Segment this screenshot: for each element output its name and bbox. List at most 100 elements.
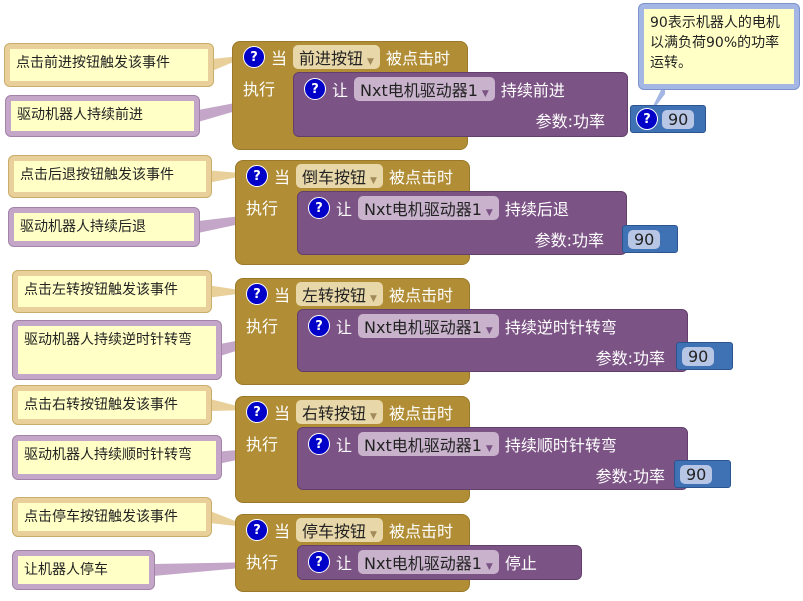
help-icon[interactable]: ? (246, 401, 268, 423)
comment-value[interactable]: 90表示机器人的电机以满负荷90%的功率运转。 (638, 3, 800, 90)
help-icon[interactable]: ? (636, 108, 658, 130)
when-label: 当 (274, 286, 291, 305)
comment-text[interactable]: 90表示机器人的电机以满负荷90%的功率运转。 (644, 9, 794, 84)
comment-text[interactable]: 点击左转按钮触发该事件 (18, 276, 206, 307)
param-label: 参数:功率 (535, 112, 605, 131)
param-label: 参数:功率 (595, 467, 665, 486)
comment-text[interactable]: 点击停车按钮触发该事件 (18, 503, 206, 531)
motor-block-4[interactable]: ? 让 Nxt电机驱动器1▼ 持续顺时针转弯参数:功率 (297, 427, 688, 490)
event-header: ?当左转按钮▼被点击时 (246, 282, 453, 306)
button-name: 倒车按钮 (302, 168, 367, 187)
dropdown-arrow-icon: ▼ (481, 89, 489, 99)
when-label: 当 (274, 522, 291, 541)
action-label: 持续逆时针转弯 (504, 318, 617, 337)
button-name: 左转按钮 (302, 286, 367, 305)
motor-name: Nxt电机驱动器1 (364, 554, 482, 573)
action-label: 持续前进 (500, 81, 565, 100)
comment-event[interactable]: 点击后退按钮触发该事件 (8, 155, 212, 198)
when-label: 当 (274, 404, 291, 423)
motor-header: ? 让 Nxt电机驱动器1▼ 停止 (308, 550, 537, 574)
help-icon[interactable]: ? (308, 315, 330, 337)
comment-text[interactable]: 驱动机器人持续前进 (11, 101, 194, 131)
number-value[interactable]: 90 (680, 464, 713, 484)
help-icon[interactable]: ? (243, 46, 265, 68)
motor-block-2[interactable]: ? 让 Nxt电机驱动器1▼ 持续后退参数:功率 (297, 191, 627, 255)
help-icon[interactable]: ? (308, 551, 330, 573)
event-label: 被点击时 (388, 404, 453, 423)
comment-action[interactable]: 驱动机器人持续逆时针转弯 (12, 320, 222, 380)
button-name: 停车按钮 (302, 522, 367, 541)
when-label: 当 (274, 168, 291, 187)
motor-header: ? 让 Nxt电机驱动器1▼ 持续前进 (304, 77, 565, 101)
comment-text[interactable]: 点击后退按钮触发该事件 (14, 161, 206, 192)
set-label: 让 (336, 200, 353, 219)
comment-pointer (210, 285, 253, 298)
help-icon[interactable]: ? (246, 283, 268, 305)
do-label: 执行 (246, 435, 279, 454)
comment-text[interactable]: 驱动机器人持续后退 (14, 213, 194, 241)
comment-text[interactable]: 让机器人停车 (18, 556, 149, 584)
motor-name: Nxt电机驱动器1 (364, 318, 482, 337)
motor-dropdown[interactable]: Nxt电机驱动器1▼ (354, 77, 495, 101)
dropdown-arrow-icon: ▼ (367, 57, 374, 67)
motor-block-1[interactable]: ? 让 Nxt电机驱动器1▼ 持续前进参数:功率 (293, 72, 628, 137)
set-label: 让 (332, 81, 349, 100)
number-block[interactable]: 90 (676, 342, 733, 370)
dropdown-arrow-icon: ▼ (485, 562, 493, 572)
motor-block-5[interactable]: ? 让 Nxt电机驱动器1▼ 停止 (297, 545, 582, 580)
button-dropdown[interactable]: 前进按钮▼ (293, 45, 380, 69)
event-header: ?当停车按钮▼被点击时 (246, 518, 453, 542)
dropdown-arrow-icon: ▼ (485, 208, 493, 218)
comment-text[interactable]: 点击右转按钮触发该事件 (18, 391, 206, 419)
number-value[interactable]: 90 (628, 229, 661, 249)
comment-event[interactable]: 点击停车按钮触发该事件 (12, 497, 212, 537)
action-label: 持续顺时针转弯 (504, 436, 617, 455)
motor-name: Nxt电机驱动器1 (360, 81, 478, 100)
help-icon[interactable]: ? (246, 519, 268, 541)
set-label: 让 (336, 436, 353, 455)
comment-event[interactable]: 点击前进按钮触发该事件 (4, 43, 214, 87)
motor-header: ? 让 Nxt电机驱动器1▼ 持续顺时针转弯 (308, 432, 617, 456)
help-icon[interactable]: ? (304, 78, 326, 100)
button-dropdown[interactable]: 倒车按钮▼ (296, 164, 383, 188)
motor-name: Nxt电机驱动器1 (364, 436, 482, 455)
comment-text[interactable]: 点击前进按钮触发该事件 (10, 49, 208, 81)
comment-text[interactable]: 驱动机器人持续顺时针转弯 (18, 441, 216, 474)
number-value[interactable]: 90 (662, 109, 695, 129)
action-label: 停止 (504, 554, 537, 573)
comment-action[interactable]: 让机器人停车 (12, 550, 155, 590)
help-icon[interactable]: ? (246, 165, 268, 187)
comment-text[interactable]: 驱动机器人持续逆时针转弯 (18, 326, 216, 374)
button-name: 右转按钮 (302, 404, 367, 423)
comment-action[interactable]: 驱动机器人持续顺时针转弯 (12, 435, 222, 480)
do-label: 执行 (243, 80, 276, 99)
dropdown-arrow-icon: ▼ (370, 176, 377, 186)
help-icon[interactable]: ? (308, 433, 330, 455)
do-label: 执行 (246, 317, 279, 336)
action-label: 持续后退 (504, 200, 569, 219)
motor-dropdown[interactable]: Nxt电机驱动器1▼ (358, 196, 499, 220)
dropdown-arrow-icon: ▼ (370, 530, 377, 540)
button-dropdown[interactable]: 左转按钮▼ (296, 282, 383, 306)
comment-action[interactable]: 驱动机器人持续前进 (5, 95, 200, 137)
do-label: 执行 (246, 199, 279, 218)
button-name: 前进按钮 (299, 49, 364, 68)
number-block[interactable]: 90 (674, 460, 731, 488)
button-dropdown[interactable]: 停车按钮▼ (296, 518, 383, 542)
comment-event[interactable]: 点击右转按钮触发该事件 (12, 385, 212, 425)
param-label: 参数:功率 (534, 231, 604, 250)
dropdown-arrow-icon: ▼ (370, 294, 377, 304)
number-value[interactable]: 90 (682, 346, 715, 366)
number-block[interactable]: ?90 (630, 105, 706, 133)
button-dropdown[interactable]: 右转按钮▼ (296, 400, 383, 424)
motor-dropdown[interactable]: Nxt电机驱动器1▼ (358, 432, 499, 456)
help-icon[interactable]: ? (308, 197, 330, 219)
when-label: 当 (271, 49, 288, 68)
motor-dropdown[interactable]: Nxt电机驱动器1▼ (358, 550, 499, 574)
comment-action[interactable]: 驱动机器人持续后退 (8, 207, 200, 247)
number-block[interactable]: 90 (622, 225, 678, 253)
comment-event[interactable]: 点击左转按钮触发该事件 (12, 270, 212, 313)
set-label: 让 (336, 554, 353, 573)
motor-dropdown[interactable]: Nxt电机驱动器1▼ (358, 314, 499, 338)
